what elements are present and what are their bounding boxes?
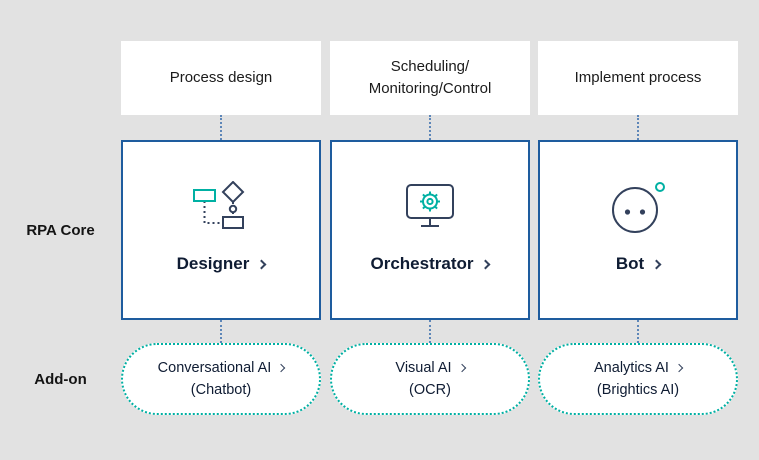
addon-label: Analytics AI <box>594 359 669 376</box>
connector-line <box>637 115 639 140</box>
connector-line <box>220 320 222 343</box>
chevron-right-icon <box>277 364 286 373</box>
column-header-label: Implement process <box>574 69 702 87</box>
addon-label: Visual AI <box>395 359 452 376</box>
addon-label-line: Analytics AI <box>594 357 684 379</box>
addon-label-line: Visual AI <box>395 357 466 379</box>
column-header: Implement process <box>538 41 738 115</box>
card-label-row: Orchestrator <box>370 254 491 274</box>
analytics-ai-pill[interactable]: Analytics AI (Brightics AI) <box>538 343 738 415</box>
designer-card[interactable]: Designer <box>121 140 321 320</box>
column-process-design: Process design Designer <box>121 41 321 415</box>
chevron-right-icon <box>651 259 662 270</box>
card-label-row: Bot <box>615 254 662 274</box>
visual-ai-pill[interactable]: Visual AI (OCR) <box>330 343 530 415</box>
column-scheduling: Scheduling/ Monitoring/Control <box>330 41 530 415</box>
rpa-core-label: RPA Core <box>26 221 95 239</box>
connector-line <box>429 320 431 343</box>
connector-line <box>637 320 639 343</box>
monitor-gear-icon <box>402 178 458 236</box>
column-header-label: Process design <box>169 69 273 87</box>
card-title: Bot <box>615 254 645 273</box>
card-title: Designer <box>176 254 250 273</box>
conversational-ai-pill[interactable]: Conversational AI (Chatbot) <box>121 343 321 415</box>
connector-line <box>220 115 222 140</box>
card-label-row: Designer <box>176 254 267 274</box>
addon-label: Conversational AI <box>157 359 272 376</box>
chevron-right-icon <box>674 364 684 373</box>
addon-label-row: Add-on <box>34 370 87 388</box>
orchestrator-card[interactable]: Orchestrator <box>330 140 530 320</box>
connector-line <box>429 115 431 140</box>
column-header: Process design <box>121 41 321 115</box>
column-header: Scheduling/ Monitoring/Control <box>330 41 530 115</box>
chevron-right-icon <box>481 259 491 270</box>
addon-label-line: Conversational AI <box>157 357 286 379</box>
chevron-right-icon <box>457 364 466 373</box>
addon-sublabel: (OCR) <box>409 382 451 398</box>
flowchart-icon <box>193 178 249 236</box>
card-title: Orchestrator <box>370 254 474 273</box>
bot-card[interactable]: Bot <box>538 140 738 320</box>
chevron-right-icon <box>256 259 267 270</box>
addon-sublabel: (Chatbot) <box>190 382 252 398</box>
column-implement-process: Implement process Bot <box>538 41 738 415</box>
column-header-label: Scheduling/ Monitoring/Control <box>368 58 492 97</box>
robot-icon <box>608 178 668 236</box>
addon-sublabel: (Brightics AI) <box>596 382 680 398</box>
